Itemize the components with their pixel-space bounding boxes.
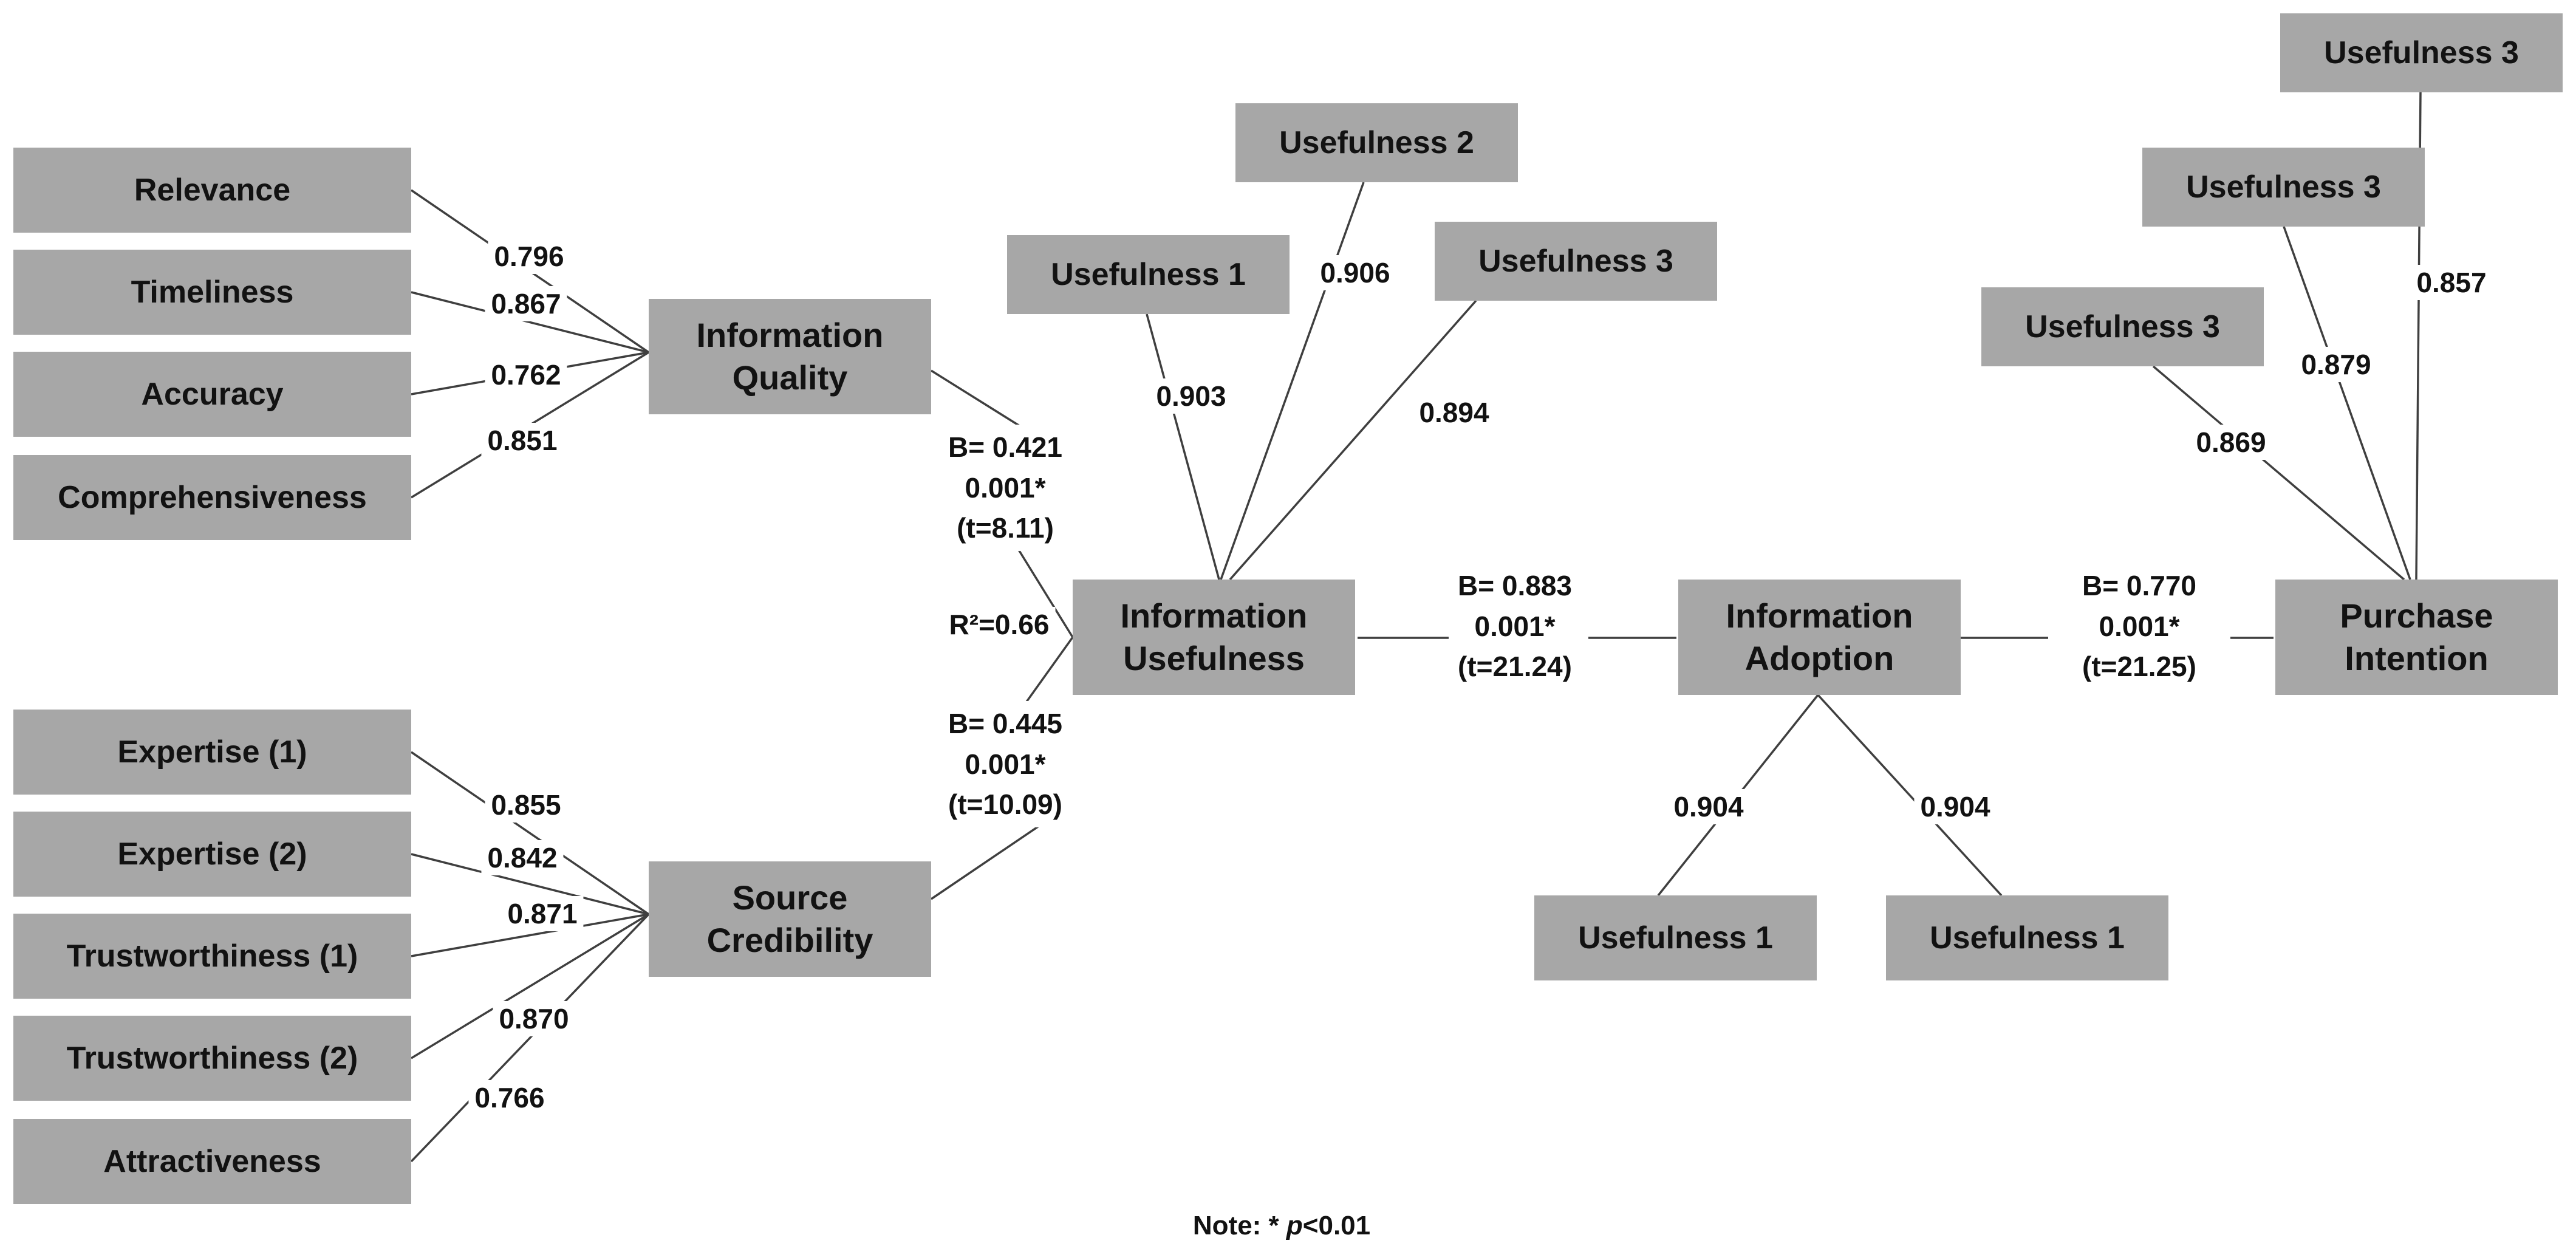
connector-line: [411, 913, 649, 957]
connector-line: [2283, 226, 2411, 580]
loading-label-usefulness-3: 0.894: [1413, 395, 1495, 430]
indicator-box-usefulness-1: Usefulness 1: [1007, 235, 1290, 314]
loading-label-comprehensiveness: 0.851: [481, 423, 564, 458]
p-value: 0.001*: [965, 471, 1046, 504]
beta-value: B= 0.883: [1458, 569, 1572, 601]
path-line-sc-iu: [931, 820, 1047, 900]
path-label-ia-pi: B= 0.770 0.001* (t=21.25): [2075, 563, 2204, 690]
construct-box-information-quality: Information Quality: [649, 299, 931, 414]
note-suffix: <0.01: [1302, 1211, 1371, 1240]
t-value: (t=21.25): [2082, 651, 2196, 683]
loading-label-adoption-1a: 0.904: [1667, 789, 1750, 824]
path-line-sc-iu: [1021, 636, 1074, 709]
indicator-box-adoption-usefulness-1b: Usefulness 1: [1886, 895, 2168, 980]
connector-line: [410, 913, 650, 1163]
indicator-box-trustworthiness-1: Trustworthiness (1): [13, 914, 411, 999]
indicator-box-expertise-1: Expertise (1): [13, 710, 411, 795]
note-italic-p: p: [1286, 1211, 1303, 1240]
p-value: 0.001*: [2099, 610, 2180, 642]
loading-label-expertise-2: 0.842: [481, 840, 564, 875]
r-squared-label: R²=0.66: [943, 607, 1056, 642]
loading-label-relevance: 0.796: [488, 239, 570, 274]
construct-box-source-credibility: Source Credibility: [649, 861, 931, 977]
loading-label-usefulness-2: 0.906: [1314, 255, 1396, 290]
construct-box-information-usefulness: Information Usefulness: [1073, 580, 1355, 695]
path-label-iu-ia: B= 0.883 0.001* (t=21.24): [1450, 563, 1579, 690]
loading-label-adoption-1b: 0.904: [1914, 789, 1997, 824]
indicator-box-attractiveness: Attractiveness: [13, 1119, 411, 1204]
loading-label-pi-3c: 0.869: [2190, 425, 2272, 460]
indicator-box-usefulness-2: Usefulness 2: [1235, 103, 1518, 182]
indicator-box-expertise-2: Expertise (2): [13, 812, 411, 897]
connector-line: [1229, 299, 1477, 581]
p-value: 0.001*: [1474, 610, 1556, 642]
indicator-box-relevance: Relevance: [13, 148, 411, 233]
loading-label-accuracy: 0.762: [485, 357, 567, 392]
path-line-iq-iu: [1017, 549, 1074, 638]
p-value: 0.001*: [965, 748, 1046, 780]
loading-label-attractiveness: 0.766: [468, 1080, 551, 1115]
indicator-box-accuracy: Accuracy: [13, 352, 411, 437]
indicator-box-pi-usefulness-3a: Usefulness 3: [2280, 13, 2563, 92]
indicator-box-timeliness: Timeliness: [13, 250, 411, 335]
connector-line: [411, 913, 649, 1059]
loading-label-timeliness: 0.867: [485, 286, 567, 321]
indicator-box-trustworthiness-2: Trustworthiness (2): [13, 1016, 411, 1101]
connector-line: [411, 853, 649, 915]
indicator-box-usefulness-3: Usefulness 3: [1435, 222, 1717, 301]
beta-value: B= 0.445: [948, 707, 1062, 739]
indicator-box-pi-usefulness-3b: Usefulness 3: [2142, 148, 2425, 227]
loading-label-pi-3b: 0.879: [2295, 347, 2377, 382]
indicator-box-comprehensiveness: Comprehensiveness: [13, 455, 411, 540]
loading-label-usefulness-1: 0.903: [1150, 378, 1232, 414]
indicator-box-pi-usefulness-3c: Usefulness 3: [1981, 287, 2264, 366]
t-value: (t=8.11): [957, 512, 1054, 544]
connector-line: [2152, 365, 2405, 581]
path-label-sc-iu: B= 0.445 0.001* (t=10.09): [941, 700, 1070, 828]
beta-value: B= 0.770: [2082, 569, 2196, 601]
beta-value: B= 0.421: [948, 431, 1062, 463]
t-value: (t=21.24): [1458, 651, 1572, 683]
connector-line: [1220, 182, 1365, 580]
construct-box-information-adoption: Information Adoption: [1678, 580, 1961, 695]
connector-line: [1817, 694, 2003, 897]
significance-note: Note: * p<0.01: [1193, 1211, 1370, 1241]
loading-label-trustworthiness-1: 0.871: [501, 896, 584, 931]
loading-label-pi-3a: 0.857: [2410, 265, 2493, 300]
path-label-iq-iu: B= 0.421 0.001* (t=8.11): [941, 424, 1070, 552]
t-value: (t=10.09): [948, 788, 1062, 821]
construct-box-purchase-intention: Purchase Intention: [2275, 580, 2558, 695]
indicator-box-adoption-usefulness-1a: Usefulness 1: [1534, 895, 1817, 980]
connector-line: [411, 291, 649, 354]
connector-line: [1146, 313, 1220, 580]
note-prefix: Note: *: [1192, 1211, 1286, 1240]
loading-label-trustworthiness-2: 0.870: [493, 1001, 575, 1036]
connector-line: [411, 751, 649, 915]
loading-label-expertise-1: 0.855: [485, 787, 567, 823]
